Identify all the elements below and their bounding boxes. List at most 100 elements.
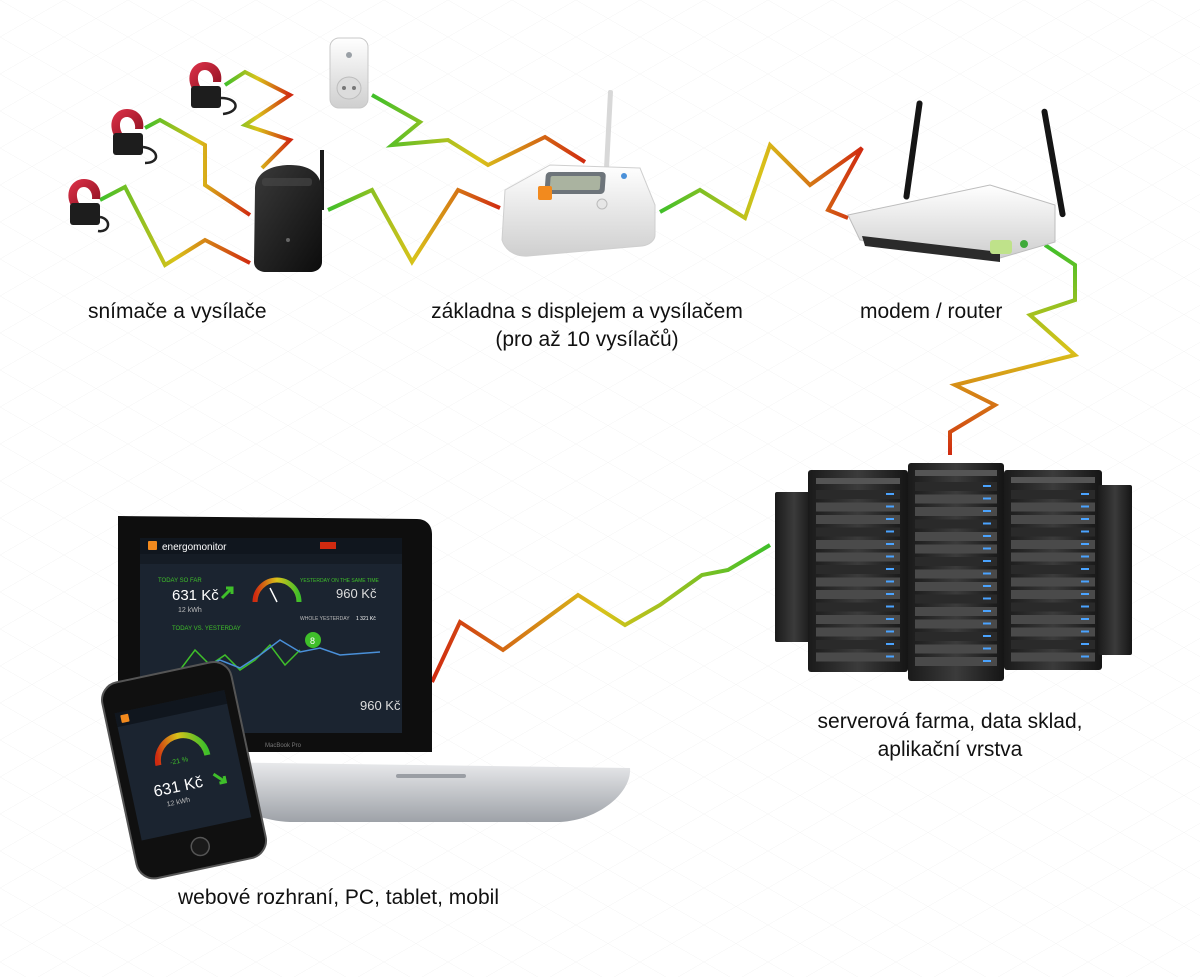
server-drive-slot: [816, 627, 900, 637]
server-drive-slot: [915, 507, 997, 516]
server-led: [983, 597, 991, 600]
server-drive-slot: [1011, 590, 1095, 599]
server-drive-slot: [816, 577, 900, 587]
laptop-model-label: MacBook Pro: [265, 743, 302, 749]
phone-device: -21 % 631 Kč 12 kWh: [101, 661, 268, 880]
server-drive-slot: [1011, 602, 1095, 612]
server-led: [1081, 655, 1089, 658]
phone-home-button: [190, 836, 210, 857]
today-vs-yesterday-label: TODAY VS. YESTERDAY: [172, 626, 241, 632]
today-so-far-label: TODAY SO FAR: [158, 578, 202, 584]
server-drive-slot: [816, 565, 900, 574]
gauge-icon: [252, 577, 302, 603]
wave-plug-to-base: [371, 93, 587, 168]
server-drive-slot: [816, 652, 900, 662]
server-drive-slot: [915, 619, 997, 629]
server-drive-slot: [915, 569, 997, 579]
server-drive-slot: [1011, 515, 1095, 524]
server-led: [886, 493, 894, 495]
sensors-label: snímače a vysílače: [88, 300, 267, 323]
server-led: [983, 510, 991, 512]
server-led: [983, 647, 991, 650]
server-drive-slot: [1011, 502, 1095, 512]
server-drive-slot: [915, 582, 997, 591]
server-drive-slot: [816, 552, 900, 562]
router-device: [847, 100, 1066, 262]
phone-kwh-value: 12 kWh: [166, 797, 191, 809]
server-drive-slot: [816, 502, 900, 512]
server-farm-label: serverová farma, data sklad, aplikační v…: [780, 708, 1120, 764]
router-label: modem / router: [860, 300, 1003, 323]
wave-connections: [99, 69, 1080, 683]
base-station-device: [501, 90, 656, 257]
server-led: [886, 655, 894, 658]
phone-percent-value: -21 %: [170, 756, 189, 767]
server-led: [886, 618, 894, 620]
server-led: [983, 485, 991, 487]
server-slots: [816, 482, 1095, 666]
server-led: [1081, 518, 1089, 520]
server-led: [886, 568, 894, 570]
server-led: [1081, 543, 1089, 545]
server-led: [1081, 530, 1089, 533]
base-station-label-line2: (pro až 10 vysílačů): [495, 328, 679, 351]
laptop-screen: energomonitor TODAY SO FAR 631 Kč 12 kWh…: [140, 538, 402, 733]
server-led: [1081, 605, 1089, 608]
server-led: [983, 560, 991, 562]
up-arrow-icon: [220, 586, 234, 600]
server-led: [983, 535, 991, 537]
phone-arrow-icon: [212, 772, 228, 785]
server-led: [886, 530, 894, 533]
yesterday-cost-value: 960 Kč: [336, 586, 377, 601]
wave-router-to-servers: [948, 243, 1080, 455]
server-drive-slot: [1011, 540, 1095, 549]
server-led: [1081, 630, 1089, 633]
server-led: [1081, 493, 1089, 495]
server-drive-slot: [816, 540, 900, 549]
server-drive-slot: [915, 607, 997, 616]
server-farm-label-line2: aplikační vrstva: [877, 738, 1023, 761]
map-pin-icon: [305, 632, 321, 648]
server-led: [886, 605, 894, 608]
server-drive-slot: [1011, 627, 1095, 637]
server-led: [886, 580, 894, 583]
server-drive-slot: [1011, 652, 1095, 662]
server-drive-slot: [1011, 552, 1095, 562]
server-led: [1081, 618, 1089, 620]
clients-label: webové rozhraní, PC, tablet, mobil: [178, 886, 499, 909]
server-led: [983, 497, 991, 500]
whole-yesterday-label: WHOLE YESTERDAY: [300, 616, 350, 622]
server-led: [886, 543, 894, 545]
server-drive-slot: [915, 657, 997, 666]
server-led: [983, 622, 991, 625]
server-drive-slot: [915, 594, 997, 604]
server-led: [886, 593, 894, 595]
server-led: [1081, 593, 1089, 595]
today-cost-value: 631 Kč: [172, 587, 219, 604]
server-led: [983, 572, 991, 575]
clamp-sensor-1: [68, 179, 110, 233]
server-led: [983, 522, 991, 525]
server-drive-slot: [915, 544, 997, 554]
server-led: [983, 547, 991, 550]
server-drive-slot: [915, 519, 997, 529]
server-led: [886, 505, 894, 508]
server-drive-slot: [915, 494, 997, 504]
server-led: [886, 555, 894, 558]
server-led: [886, 518, 894, 520]
server-drive-slot: [1011, 577, 1095, 587]
server-drive-slot: [915, 632, 997, 641]
today-kwh-value: 12 kWh: [178, 607, 202, 614]
phone-screen: [114, 690, 252, 841]
base-station-label-line1: základna s displejem a vysílačem: [431, 300, 743, 323]
server-rack-back-right: [1098, 485, 1132, 655]
server-led: [983, 660, 991, 662]
server-led: [886, 630, 894, 633]
server-drive-slot: [915, 557, 997, 566]
server-drive-slot: [915, 532, 997, 541]
clamp-sensor-2: [111, 109, 158, 165]
app-brand-name: energomonitor: [162, 542, 227, 553]
clamp-sensor-3: [189, 62, 237, 116]
server-led: [1081, 580, 1089, 583]
